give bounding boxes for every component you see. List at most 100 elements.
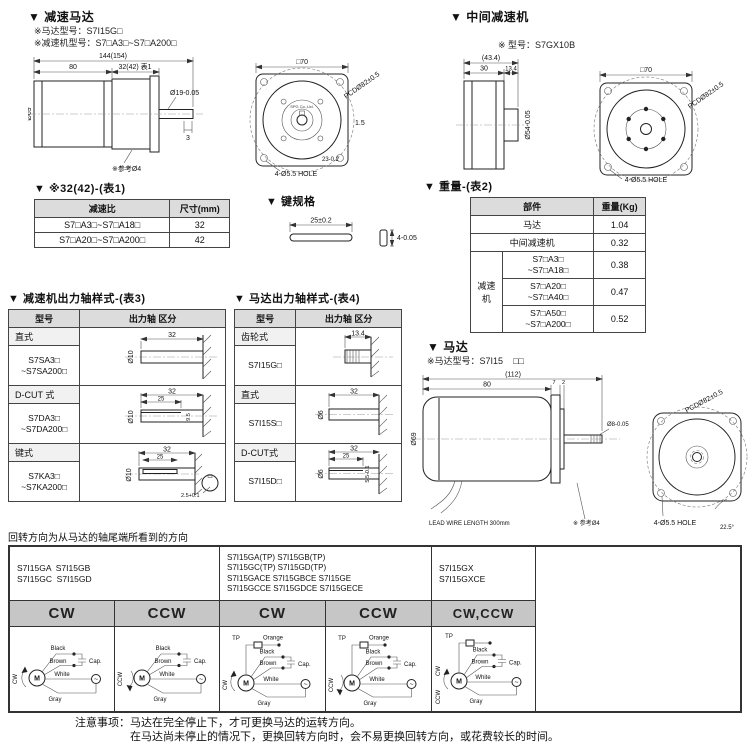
wire-label-white: White [263, 677, 279, 683]
model-list-line: S7I15GC(TP) S7I15GD(TP) [227, 563, 327, 572]
gearhead-group-label: 减速机 [470, 251, 503, 333]
shaft-drawing-cell: 32 25 Ø10 9.5 [79, 385, 226, 444]
dim-length: 32 [163, 446, 171, 453]
circuit-geometry [336, 641, 416, 698]
dim-length: 32 [168, 332, 176, 339]
dim-diameter: Ø6 [318, 410, 325, 419]
model-line: S7DA3□ [28, 412, 61, 423]
ac-source-symbol: ~ [303, 682, 307, 689]
caution-line-2: 在马达尚未停止的情况下，更换回转方向时，会不易更换回转方向，或花费较长的时间。 [130, 731, 559, 743]
ratio-table: 减速比 尺寸(mm) S7□A3□~S7□A18□ 32 S7□A20□~S7□… [33, 199, 230, 248]
motor-symbol-label: M [456, 679, 462, 686]
dim-key-size: 2.5+0.1 [181, 493, 200, 499]
dim-diameter: Ø6 [318, 469, 325, 478]
wire-label-white: White [369, 677, 385, 683]
dim-flat-length: 25 [157, 396, 164, 402]
dim-flat-height: 9.5 [186, 413, 192, 421]
shaft-type: 直式 [7, 327, 81, 346]
dim-body-length: 30 [480, 66, 488, 73]
capacitor-label: Cap. [509, 661, 522, 667]
part-name: 马达 [469, 215, 595, 234]
dim-flat-length: 25 [342, 453, 349, 459]
model-range: S7□A3□ ~S7□A18□ [501, 251, 595, 279]
dim-shaft-diameter: Ø19-0.05 [170, 90, 199, 97]
motor-drawing: (112) 80 7 2 Ø69 Ø8-0.05 LEAD WIRE LENGT… [411, 372, 748, 531]
table-row: S7□A50□ ~S7□A200□ 0.52 [471, 305, 646, 333]
table-row: S7I15S□ [233, 403, 402, 444]
midgear-front-view-geometry [593, 71, 699, 182]
weight-value: 1.04 [593, 215, 646, 234]
table-row: 马达 1.04 [469, 215, 646, 234]
lead-wire-note: LEAD WIRE LENGTH 300mm [429, 521, 510, 527]
part-name: 中间减速机 [469, 233, 595, 252]
ratio-range: S7□A3□~S7□A18□ [33, 217, 171, 233]
wiring-empty-cell [536, 547, 740, 711]
weight-value: 0.32 [593, 233, 646, 252]
dim-mount-holes: 4-Ø5.5 HOLE [625, 177, 668, 183]
capacitor-label: Cap. [89, 659, 102, 665]
model-line: S7SA3□ [28, 354, 60, 365]
dcut-shaft-drawing: 32 25 Ø10 9.5 [124, 388, 219, 437]
wiring-diagram-cw: CW M Black Brown White Gray Cap. ~ [13, 646, 102, 703]
wire-label-black: Black [156, 646, 172, 652]
wire-label-white: White [159, 672, 175, 678]
model-range: S7□A50□ ~S7□A200□ [501, 305, 595, 333]
drawing-geometry [124, 392, 219, 437]
dim-flange-2: 2 [562, 380, 565, 386]
model-line: ~S7□A18□ [527, 265, 569, 275]
gearmotor-side-view-geometry [28, 57, 203, 164]
table-row: 齿轮式 13.4 [233, 327, 402, 386]
wiring-column-cw: CW [220, 601, 326, 711]
wire-label-brown: Brown [365, 661, 382, 667]
direction-label-cw: CW [436, 666, 442, 676]
wire-label-black: Black [365, 650, 381, 656]
gearmotor-drawing: 144(154) 80 32(42) 表1 Ø19-0.05 Ø69 3 ※参考… [26, 53, 381, 178]
dim-length: 32 [350, 388, 358, 395]
gearhead-shaft-title: ▼ 减速机出力轴样式-(表3) [8, 293, 146, 305]
dim-mount-holes: 4-Ø5.5 HOLE [275, 171, 318, 178]
drawing-geometry [124, 334, 219, 379]
weight-table: 部件 重量(Kg) 马达 1.04 中间减速机 0.32 减速机 S7□A3□ … [469, 197, 646, 333]
gearmotor-motor-model-note: ※马达型号：S7I15G□ [34, 26, 123, 36]
motor-symbol-label: M [243, 681, 249, 688]
wiring-diagram-tp-cw: CW M TP Orange Black Brown White Gray Ca… [223, 636, 311, 708]
shaft-type: D-CUT 式 [7, 385, 81, 404]
wire-label-black: Black [472, 648, 488, 654]
model-list-line: S7I15GA(TP) S7I15GB(TP) [227, 552, 326, 562]
table-row: S7KA3□ ~S7KA200□ [7, 461, 226, 502]
model-line: S7I15G□ [248, 360, 283, 370]
wiring-group-tp: S7I15GA(TP) S7I15GB(TP) S7I15GC(TP) S7I1… [220, 547, 432, 711]
circuit-geometry [21, 652, 101, 694]
ratio-table-title: ▼ ※32(42)-(表1) [34, 183, 126, 195]
wiring-column-cw-ccw: CW,CCW [432, 601, 535, 711]
dim-body-diameter: Ø69 [28, 107, 33, 120]
wiring-model-list: S7I15GA S7I15GB S7I15GC S7I15GD [10, 547, 219, 601]
wiring-diagram-cw-ccw: CW CCW M TP Black Brown White Gray Cap. … [436, 634, 522, 705]
gear-shaft-drawing: 13.4 [332, 330, 393, 377]
dim-reference-hole: ※ 参考Ø4 [573, 519, 600, 527]
table-row: 中间减速机 0.32 [469, 233, 646, 252]
keyspec-title: ▼ 键规格 [266, 196, 316, 208]
motor-model-suffix: □□ [513, 356, 524, 366]
gearmotor-title: ▼ 减速马达 [28, 10, 95, 24]
drawing-geometry [332, 334, 393, 377]
wire-label-brown: Brown [154, 659, 171, 665]
shaft-type: 齿轮式 [233, 327, 297, 346]
size-col-header: 尺寸(mm) [169, 199, 230, 218]
shaft-col-header: 出力轴 区分 [295, 309, 402, 328]
keyspec-geometry [289, 222, 395, 247]
wiring-column-ccw: CCW [326, 601, 431, 711]
dim-key-length: 25±0.2 [310, 218, 331, 225]
keyspec-drawing: 25±0.2 4-0.05 [289, 218, 417, 247]
drawing-geometry [314, 449, 395, 494]
capacitor-label: Cap. [298, 662, 311, 668]
wire-label-gray: Gray [48, 697, 61, 703]
dim-key-length: 25 [156, 454, 163, 460]
ac-source-symbol: ~ [94, 677, 98, 684]
model-range: S7DA3□ ~S7DA200□ [7, 403, 81, 444]
motor-section: ▼ 马达 ※马达型号：S7I15 □□ [405, 338, 750, 542]
dcut-shaft-drawing: 32 25 Ø6 5.5-0.1 [314, 445, 395, 494]
dim-length: 13.4 [351, 330, 365, 337]
dim-total-length: (112) [505, 372, 521, 379]
gearhead-shaft-section: ▼ 减速机出力轴样式-(表3) 型号 出力轴 区分 直式 32 [7, 290, 230, 502]
